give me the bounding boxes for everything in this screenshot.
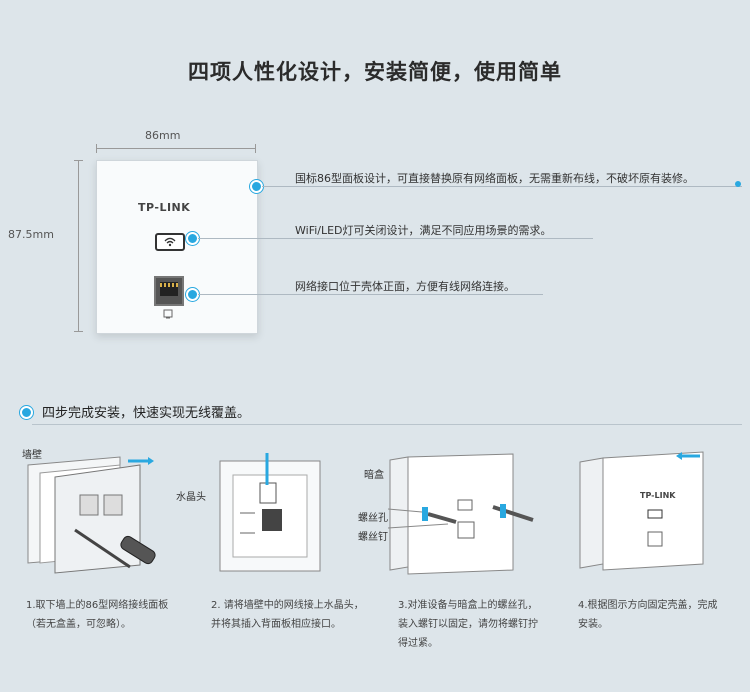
step-3-line-2: 装入螺钉以固定，请勿将螺钉拧 — [398, 619, 538, 630]
height-dimension: 87.5mm — [8, 228, 54, 241]
step-3-line-1: 3.对准设备与暗盒上的螺丝孔， — [398, 600, 538, 611]
width-dimension: 86mm — [145, 129, 181, 142]
step-2-line-2: 并将其插入背面板相应接口。 — [211, 619, 341, 630]
height-dimension-line — [78, 160, 79, 332]
steps-title: 四步完成安装，快速实现无线覆盖。 — [42, 406, 251, 421]
width-tick-left — [96, 144, 97, 153]
network-port-icon — [163, 309, 173, 319]
step-2-text: 2. 请将墙壁中的网线接上水晶头， 并将其插入背面板相应接口。 — [211, 596, 364, 634]
step-1-line-1: 1.取下墙上的86型网络接线面板 — [26, 600, 169, 611]
label-crystal-head: 水晶头 — [176, 492, 206, 503]
step-2-line-1: 2. 请将墙壁中的网线接上水晶头， — [211, 600, 364, 611]
callout-line-3 — [198, 294, 543, 295]
svg-text:TP-LINK: TP-LINK — [640, 491, 676, 500]
callout-endpoint-1 — [735, 181, 741, 187]
label-screw-hole: 螺丝孔 — [358, 513, 388, 524]
width-tick-right — [255, 144, 256, 153]
brand-logo: TP-LINK — [138, 201, 191, 214]
label-screw: 螺丝钉 — [358, 532, 388, 543]
wifi-button — [155, 233, 185, 251]
step1-illustration — [27, 456, 156, 574]
height-tick-top — [74, 160, 83, 161]
step-3-text: 3.对准设备与暗盒上的螺丝孔， 装入螺钉以固定，请勿将螺钉拧 得过紧。 — [398, 596, 538, 653]
page-title: 四项人性化设计，安装简便，使用简单 — [188, 60, 562, 84]
step-1-text: 1.取下墙上的86型网络接线面板 （若无盒盖，可忽略）。 — [26, 596, 168, 634]
product-panel: TP-LINK — [96, 160, 258, 334]
step-4-text: 4.根据图示方向固定壳盖，完成 安装。 — [578, 596, 718, 634]
callout-line-1 — [262, 186, 742, 187]
height-tick-bottom — [74, 331, 83, 332]
step3-illustration — [388, 453, 534, 575]
step-4-line-1: 4.根据图示方向固定壳盖，完成 — [578, 600, 718, 611]
step2-illustration — [219, 453, 321, 572]
ethernet-port — [154, 276, 184, 306]
label-box: 暗盒 — [364, 470, 384, 481]
step-3-line-3: 得过紧。 — [398, 638, 438, 649]
step4-illustration: TP-LINK — [579, 451, 704, 571]
feature-text-2: WiFi/LED灯可关闭设计，满足不同应用场景的需求。 — [295, 224, 552, 237]
feature-text-1: 国标86型面板设计，可直接替换原有网络面板，无需重新布线，不破坏原有装修。 — [295, 172, 694, 185]
feature-text-3: 网络接口位于壳体正面，方便有线网络连接。 — [295, 280, 515, 293]
steps-divider — [32, 424, 742, 425]
steps-dot — [20, 406, 33, 419]
step-1-line-2: （若无盒盖，可忽略）。 — [26, 619, 131, 630]
width-dimension-line — [96, 148, 256, 149]
label-wall: 墙壁 — [22, 450, 42, 461]
step-4-line-2: 安装。 — [578, 619, 608, 630]
wifi-icon — [164, 237, 176, 247]
callout-line-2 — [198, 238, 593, 239]
